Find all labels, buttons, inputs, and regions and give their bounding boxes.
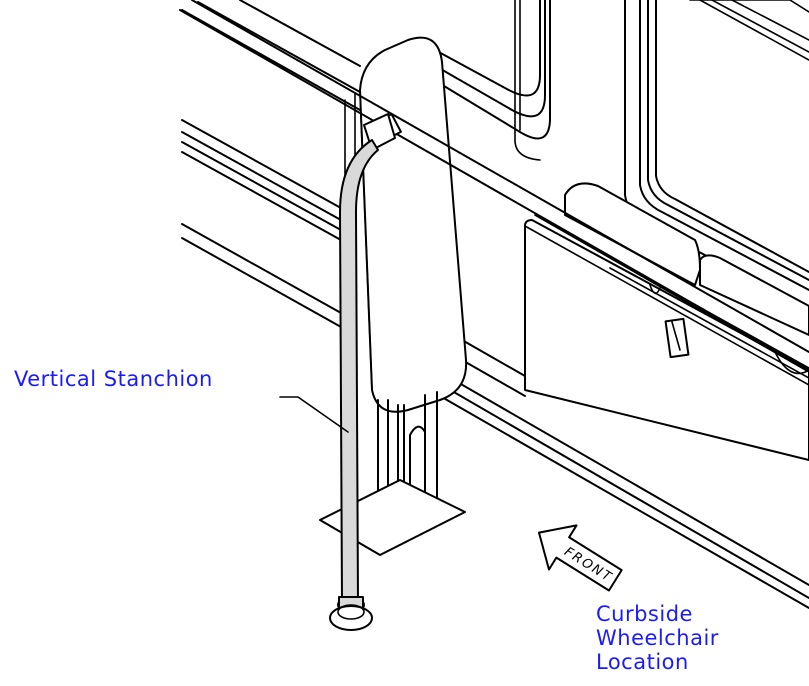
- curbside-wheelchair-location-label: Curbside Wheelchair Location: [596, 602, 719, 674]
- wheelchair-panel: [524, 182, 809, 461]
- curbside-label-line-1: Curbside: [596, 602, 693, 626]
- window-frame-lines: [181, 0, 551, 161]
- front-arrow: FRONT: [537, 524, 623, 592]
- horizontal-handrail: [179, 0, 809, 371]
- wall-rail-lines: [181, 119, 351, 333]
- curbside-label-line-2: Wheelchair: [596, 626, 719, 650]
- stanchion-leader-line: [279, 396, 349, 433]
- vertical-stanchion-label: Vertical Stanchion: [14, 367, 213, 391]
- floor-lines: [439, 339, 809, 609]
- vertical-stanchion: [329, 139, 379, 631]
- seat-back: [344, 36, 468, 413]
- curbside-label-line-3: Location: [596, 650, 689, 674]
